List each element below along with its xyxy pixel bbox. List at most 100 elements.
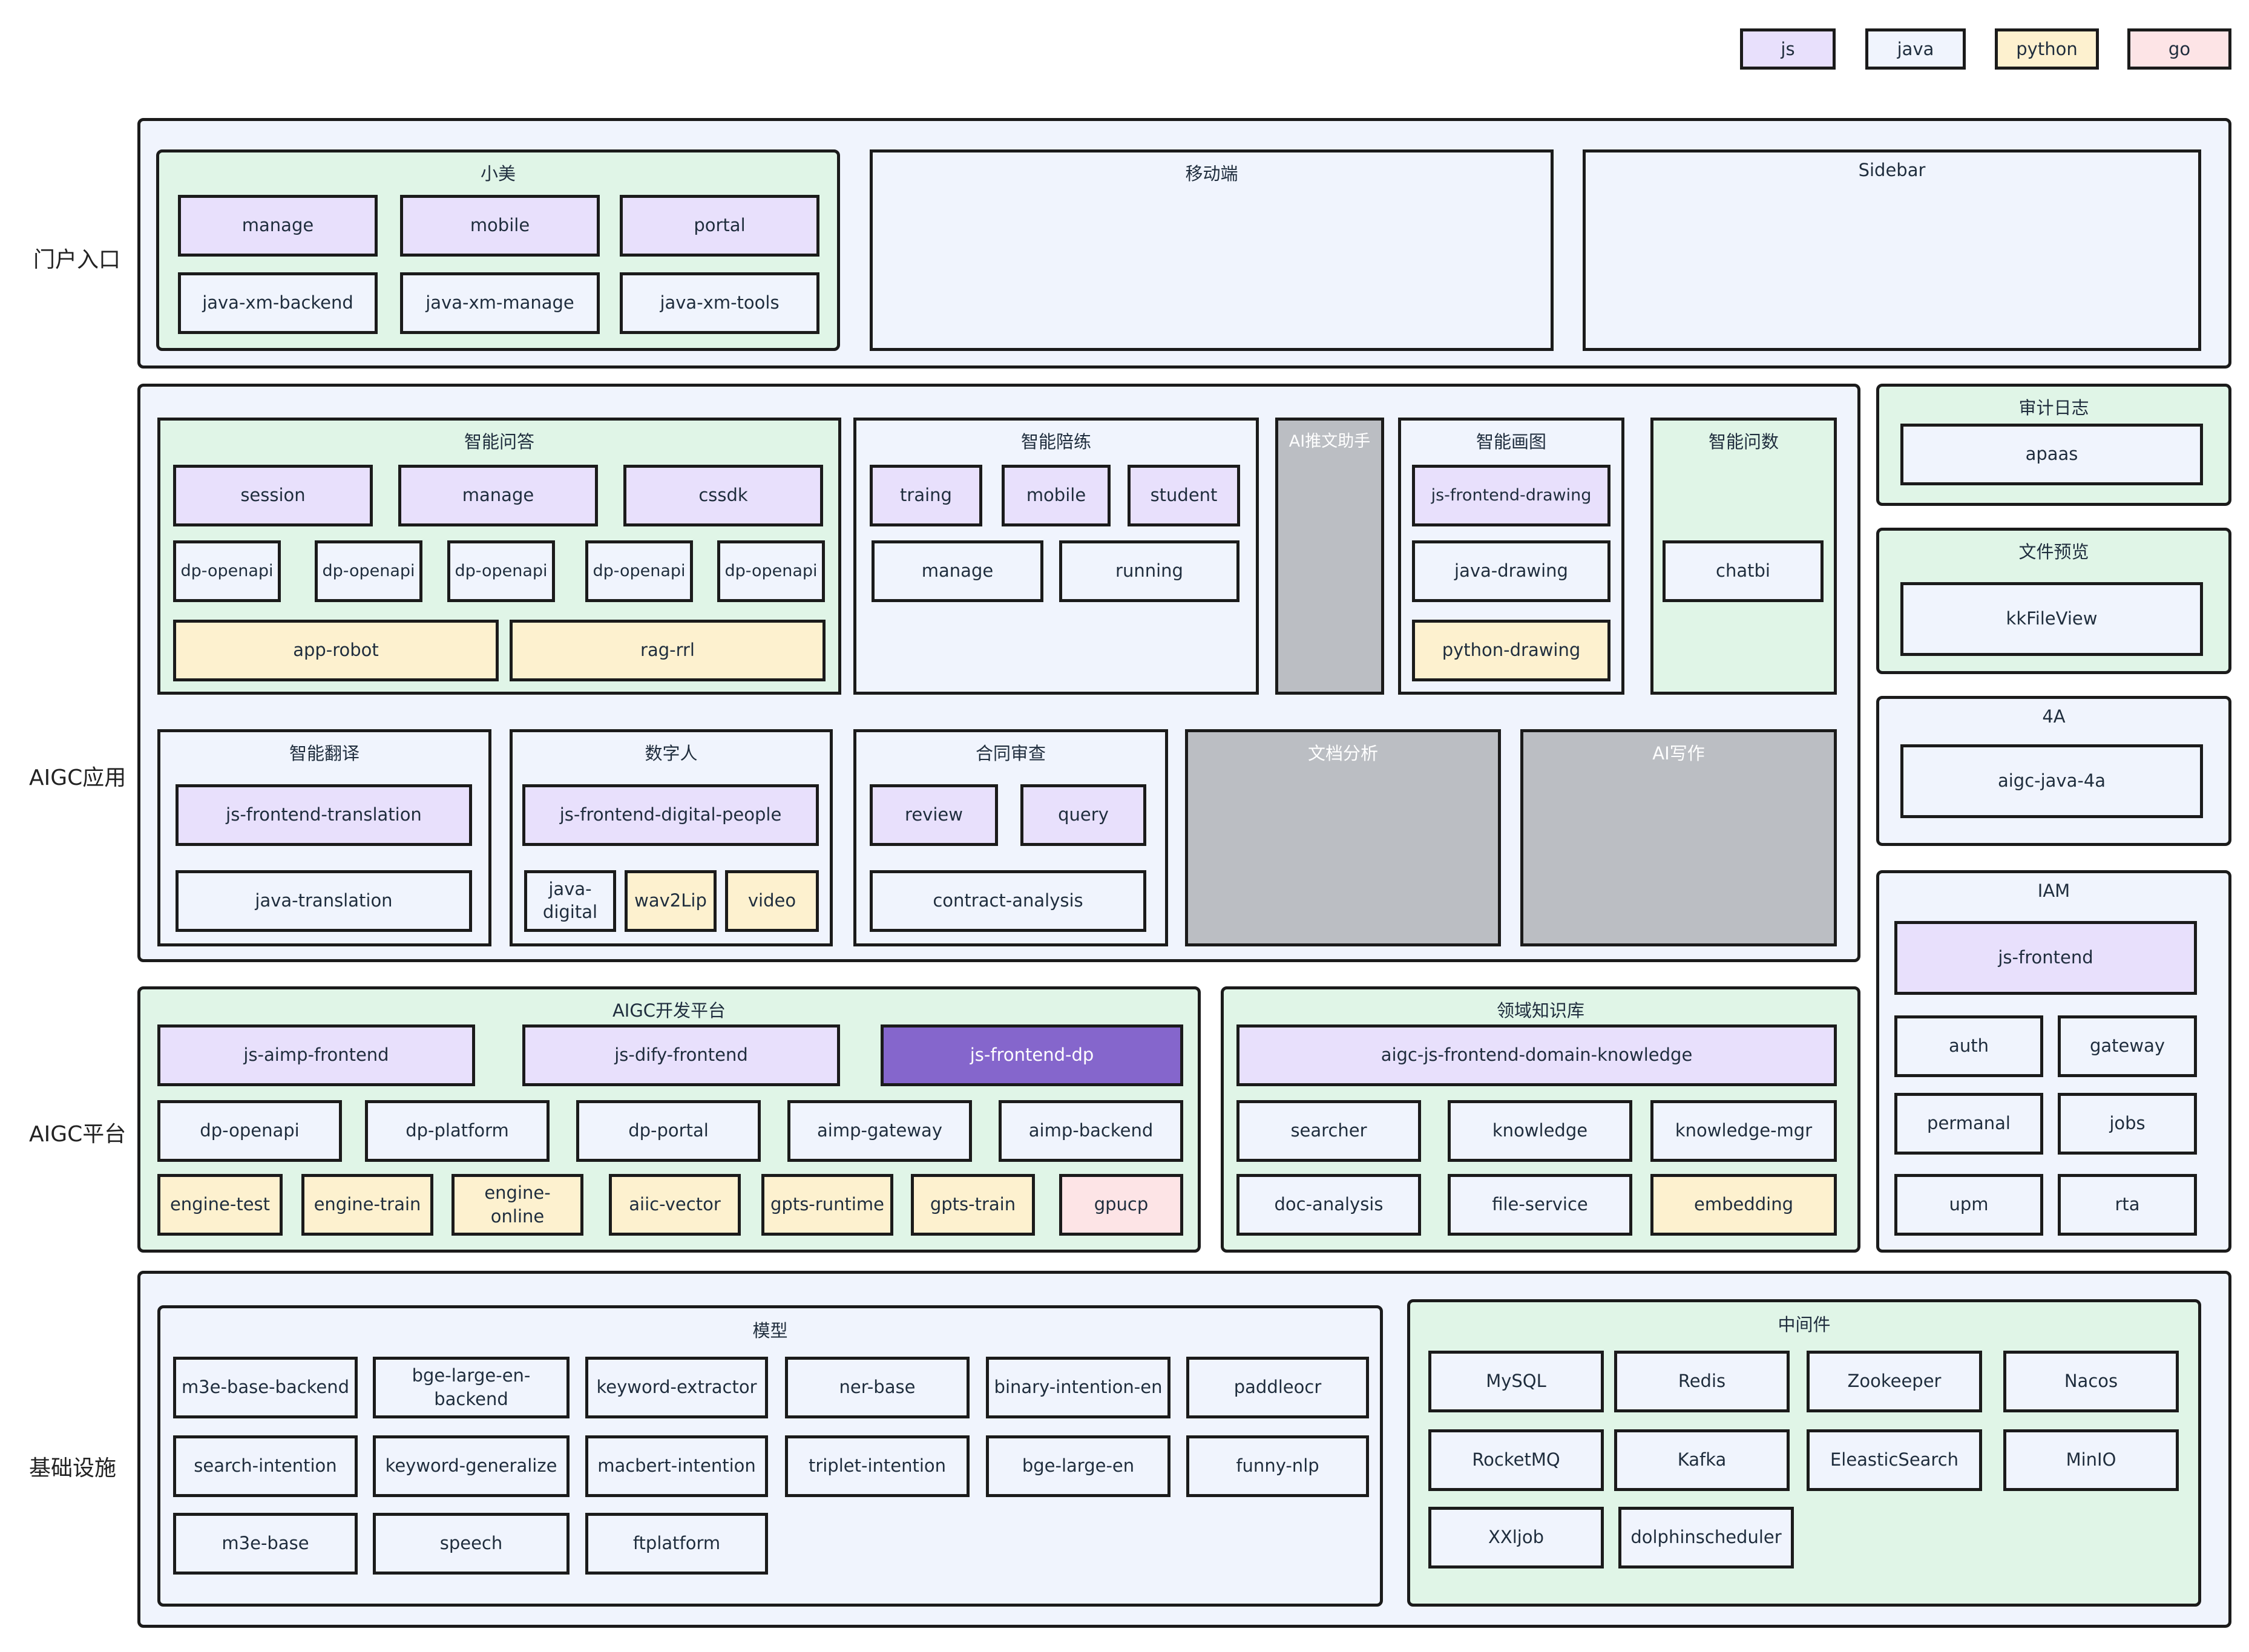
java-xm-backend: java-xm-backend [178, 272, 378, 334]
contract-query: query [1020, 784, 1146, 846]
iam-permanal: permanal [1894, 1093, 2043, 1155]
group-mobile: 移动端 [870, 149, 1554, 351]
iam-auth: auth [1894, 1015, 2043, 1077]
model-item: keyword-extractor [585, 1357, 768, 1418]
group-title: 智能问数 [1708, 431, 1779, 452]
group-title: Sidebar [1858, 160, 1926, 180]
model-item: m3e-base [173, 1513, 358, 1575]
legend-js: js [1740, 28, 1836, 70]
model-item: ftplatform [585, 1513, 768, 1575]
legend-python: python [1995, 28, 2099, 70]
qa-manage: manage [398, 465, 598, 526]
qa-dp-openapi: dp-openapi [585, 540, 693, 602]
java-drawing: java-drawing [1412, 540, 1610, 602]
aigc-java-4a: aigc-java-4a [1900, 744, 2203, 818]
wav2lip: wav2Lip [625, 870, 717, 932]
coach-running: running [1059, 540, 1239, 602]
middleware-item: MySQL [1428, 1351, 1604, 1412]
middleware-item: EleasticSearch [1807, 1429, 1982, 1491]
coach-manage: manage [872, 540, 1043, 602]
middleware-item: Redis [1614, 1351, 1790, 1412]
middleware-item: Kafka [1614, 1429, 1790, 1491]
xiaomei-mobile: mobile [400, 195, 600, 257]
group-title: 智能陪练 [1020, 431, 1091, 452]
js-frontend-drawing: js-frontend-drawing [1412, 465, 1610, 526]
group-sidebar: Sidebar [1583, 149, 2201, 351]
doc-analysis: doc-analysis [1236, 1174, 1421, 1236]
java-xm-manage: java-xm-manage [400, 272, 600, 334]
knowledge: knowledge [1448, 1100, 1632, 1162]
row-label-aigc-platform: AIGC平台 [29, 1122, 126, 1147]
legend-label: js [1781, 39, 1795, 59]
group-title: IAM [2037, 880, 2070, 901]
group-doc-analysis: 文档分析 [1185, 729, 1501, 946]
group-title: 智能问答 [464, 431, 534, 452]
group-title: AI写作 [1652, 743, 1705, 764]
model-item: paddleocr [1186, 1357, 1369, 1418]
dp-openapi: dp-openapi [157, 1100, 342, 1162]
group-title: 智能翻译 [289, 743, 360, 764]
group-title: 合同审查 [975, 743, 1046, 764]
js-dify-frontend: js-dify-frontend [522, 1024, 840, 1086]
java-translation: java-translation [176, 870, 472, 932]
dp-portal: dp-portal [576, 1100, 761, 1162]
aigc-js-frontend-domain-knowledge: aigc-js-frontend-domain-knowledge [1236, 1024, 1837, 1086]
middleware-item: XXljob [1428, 1507, 1604, 1568]
legend-java: java [1865, 28, 1966, 70]
coach-traing: traing [870, 465, 982, 526]
group-title: 4A [2042, 706, 2066, 727]
qa-dp-openapi: dp-openapi [315, 540, 422, 602]
group-title: 模型 [752, 1320, 788, 1341]
knowledge-mgr: knowledge-mgr [1650, 1100, 1837, 1162]
python-drawing: python-drawing [1412, 620, 1610, 681]
group-title: 数字人 [645, 743, 698, 764]
middleware-item: Zookeeper [1807, 1351, 1982, 1412]
group-title: 审计日志 [2018, 398, 2089, 418]
middleware-item: MinIO [2003, 1429, 2179, 1491]
embedding: embedding [1650, 1174, 1837, 1236]
coach-student: student [1128, 465, 1240, 526]
engine-train: engine-train [301, 1174, 433, 1236]
iam-upm: upm [1894, 1174, 2043, 1236]
java-xm-tools: java-xm-tools [620, 272, 819, 334]
xiaomei-portal: portal [620, 195, 819, 257]
qa-dp-openapi: dp-openapi [717, 540, 825, 602]
group-title: 中间件 [1778, 1314, 1831, 1335]
engine-online: engine-online [451, 1174, 583, 1236]
legend-go: go [2127, 28, 2231, 70]
group-title: 移动端 [1185, 163, 1238, 184]
iam-rta: rta [2058, 1174, 2197, 1236]
legend-label: go [2168, 39, 2191, 59]
qa-dp-openapi: dp-openapi [173, 540, 281, 602]
searcher: searcher [1236, 1100, 1421, 1162]
audit-apaas: apaas [1900, 424, 2203, 485]
qa-dp-openapi: dp-openapi [447, 540, 555, 602]
qa-rag-rrl: rag-rrl [510, 620, 826, 681]
legend-label: java [1897, 39, 1934, 59]
iam-jobs: jobs [2058, 1093, 2197, 1155]
row-label-infra: 基础设施 [29, 1456, 117, 1481]
model-item: m3e-base-backend [173, 1357, 358, 1418]
group-title: 小美 [480, 163, 516, 184]
group-model: 模型 [157, 1305, 1383, 1607]
js-frontend-translation: js-frontend-translation [176, 784, 472, 846]
group-title: 文件预览 [2018, 542, 2089, 562]
group-title: AIGC开发平台 [612, 1000, 726, 1021]
row-label-portal: 门户入口 [33, 247, 121, 272]
qa-cssdk: cssdk [623, 465, 823, 526]
aiic-vector: aiic-vector [609, 1174, 741, 1236]
model-item: bge-large-en [986, 1435, 1170, 1497]
middleware-item: dolphinscheduler [1618, 1507, 1794, 1568]
model-item: funny-nlp [1186, 1435, 1369, 1497]
row-label-aigc-app: AIGC应用 [29, 765, 126, 790]
video: video [725, 870, 819, 932]
aimp-backend: aimp-backend [999, 1100, 1183, 1162]
gpucp: gpucp [1059, 1174, 1183, 1236]
legend-label: python [2016, 39, 2078, 59]
aimp-gateway: aimp-gateway [787, 1100, 972, 1162]
middleware-item: RocketMQ [1428, 1429, 1604, 1491]
gpts-runtime: gpts-runtime [761, 1174, 893, 1236]
model-item: bge-large-en-backend [373, 1357, 570, 1418]
iam-gateway: gateway [2058, 1015, 2197, 1077]
coach-mobile: mobile [1002, 465, 1111, 526]
